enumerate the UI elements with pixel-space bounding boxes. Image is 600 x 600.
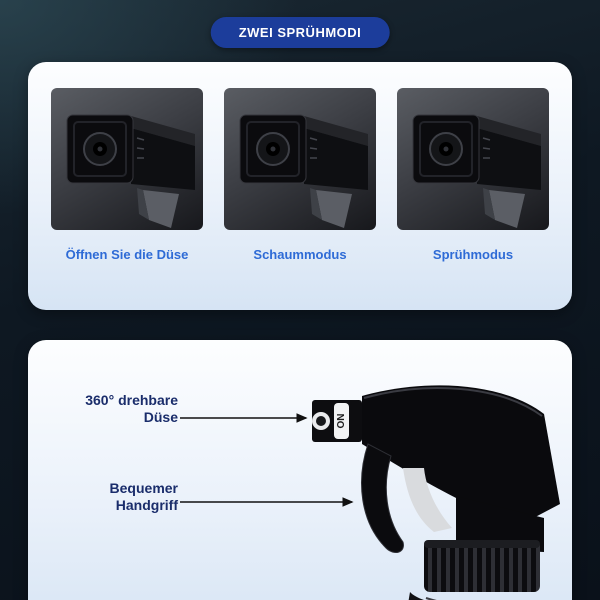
mode-caption: Schaummodus bbox=[253, 247, 347, 262]
bottle-cap bbox=[424, 540, 540, 592]
spray-nozzle-icon bbox=[397, 88, 549, 230]
on-label: ON bbox=[336, 414, 347, 429]
spray-modes-card: Öffnen Sie die Düse Schaummodus Sprühmod… bbox=[28, 62, 572, 310]
callout-line: Handgriff bbox=[115, 497, 178, 513]
callout-line: 360° drehbare bbox=[85, 392, 178, 408]
callout-arrows bbox=[180, 413, 354, 507]
spray-nozzle-icon bbox=[51, 88, 203, 230]
mode-item-spray: Sprühmodus bbox=[397, 88, 549, 264]
bottle-shoulder bbox=[408, 592, 425, 600]
trigger-handle bbox=[361, 443, 404, 554]
modes-row: Öffnen Sie die Düse Schaummodus Sprühmod… bbox=[28, 62, 572, 264]
callout-line: Düse bbox=[143, 409, 178, 425]
mode-item-open-nozzle: Öffnen Sie die Düse bbox=[51, 88, 203, 264]
nozzle-photo bbox=[224, 88, 376, 230]
bottle-cap-top bbox=[424, 540, 540, 548]
spray-nozzle-icon bbox=[224, 88, 376, 230]
callout-rotatable-nozzle: 360° drehbare Düse bbox=[50, 392, 178, 426]
nozzle-photo bbox=[397, 88, 549, 230]
sprayer-head bbox=[362, 385, 560, 524]
mode-caption: Sprühmodus bbox=[432, 247, 514, 262]
callout-comfortable-grip: Bequemer Handgriff bbox=[50, 480, 178, 514]
mode-caption: Öffnen Sie die Düse bbox=[65, 247, 189, 262]
features-card: ON 360° drehbare Düse Bequemer Handgriff bbox=[28, 340, 572, 600]
nozzle-opening bbox=[316, 416, 326, 426]
nozzle-photo bbox=[51, 88, 203, 230]
trigger-insert bbox=[403, 468, 452, 532]
sprayer-head-highlight bbox=[363, 387, 543, 417]
trigger-sprayer-photo: ON bbox=[312, 385, 560, 600]
sprayer-neck bbox=[456, 496, 544, 552]
mode-item-foam: Schaummodus bbox=[224, 88, 376, 264]
on-label-plate bbox=[334, 403, 349, 439]
header-badge: ZWEI SPRÜHMODI bbox=[210, 17, 390, 48]
callout-line: Bequemer bbox=[109, 480, 178, 496]
